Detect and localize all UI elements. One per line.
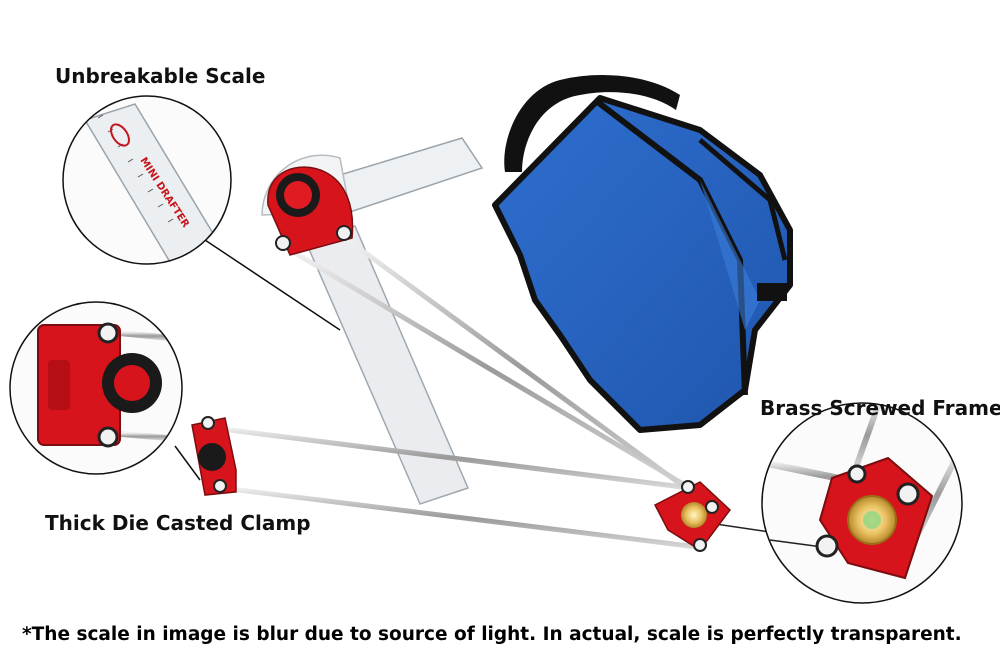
carry-bag	[492, 75, 793, 433]
zoom-circle-clamp	[9, 301, 183, 475]
label-thick-die-casted-clamp: Thick Die Casted Clamp	[45, 511, 311, 535]
drafter-rods	[205, 235, 791, 551]
clamp-small	[191, 416, 237, 496]
zoom-circle-scale: MINI DRAFTER	[62, 95, 232, 265]
footnote: *The scale in image is blur due to sourc…	[22, 624, 962, 645]
label-unbreakable-scale: Unbreakable Scale	[55, 64, 266, 88]
protractor-head	[267, 166, 354, 256]
zoom-circle-brass	[761, 402, 963, 604]
brass-frame-small	[653, 480, 732, 552]
label-brass-screwed-frame: Brass Screwed Frame	[760, 396, 1000, 420]
